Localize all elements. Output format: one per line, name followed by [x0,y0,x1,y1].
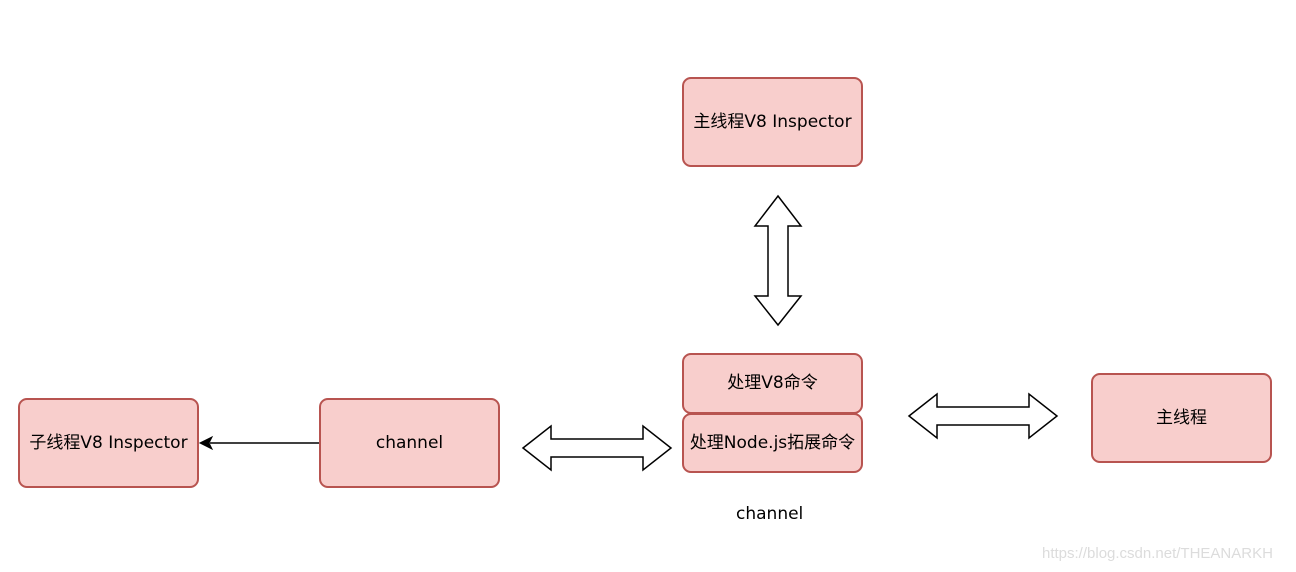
watermark: https://blog.csdn.net/THEANARKH [1042,545,1273,562]
main-inspector-box: 主线程V8 Inspector [682,77,863,167]
handle-v8-label: 处理V8命令 [727,373,818,393]
main-thread-label: 主线程 [1156,407,1207,428]
double-arrow-right [907,392,1059,440]
main-inspector-label: 主线程V8 Inspector [693,111,852,132]
handle-node-label: 处理Node.js拓展命令 [689,432,856,453]
child-inspector-label: 子线程V8 Inspector [29,432,188,453]
main-thread-box: 主线程 [1091,373,1272,463]
handle-v8-box: 处理V8命令 [682,353,863,414]
double-arrow-vertical [753,194,803,327]
arrow-head-child [198,435,214,451]
channel-box: channel [319,398,500,488]
double-arrow-left [521,424,673,472]
handle-node-box: 处理Node.js拓展命令 [682,413,863,473]
channel-caption: channel [736,504,804,524]
child-inspector-box: 子线程V8 Inspector [18,398,199,488]
channel-box-label: channel [375,432,444,453]
